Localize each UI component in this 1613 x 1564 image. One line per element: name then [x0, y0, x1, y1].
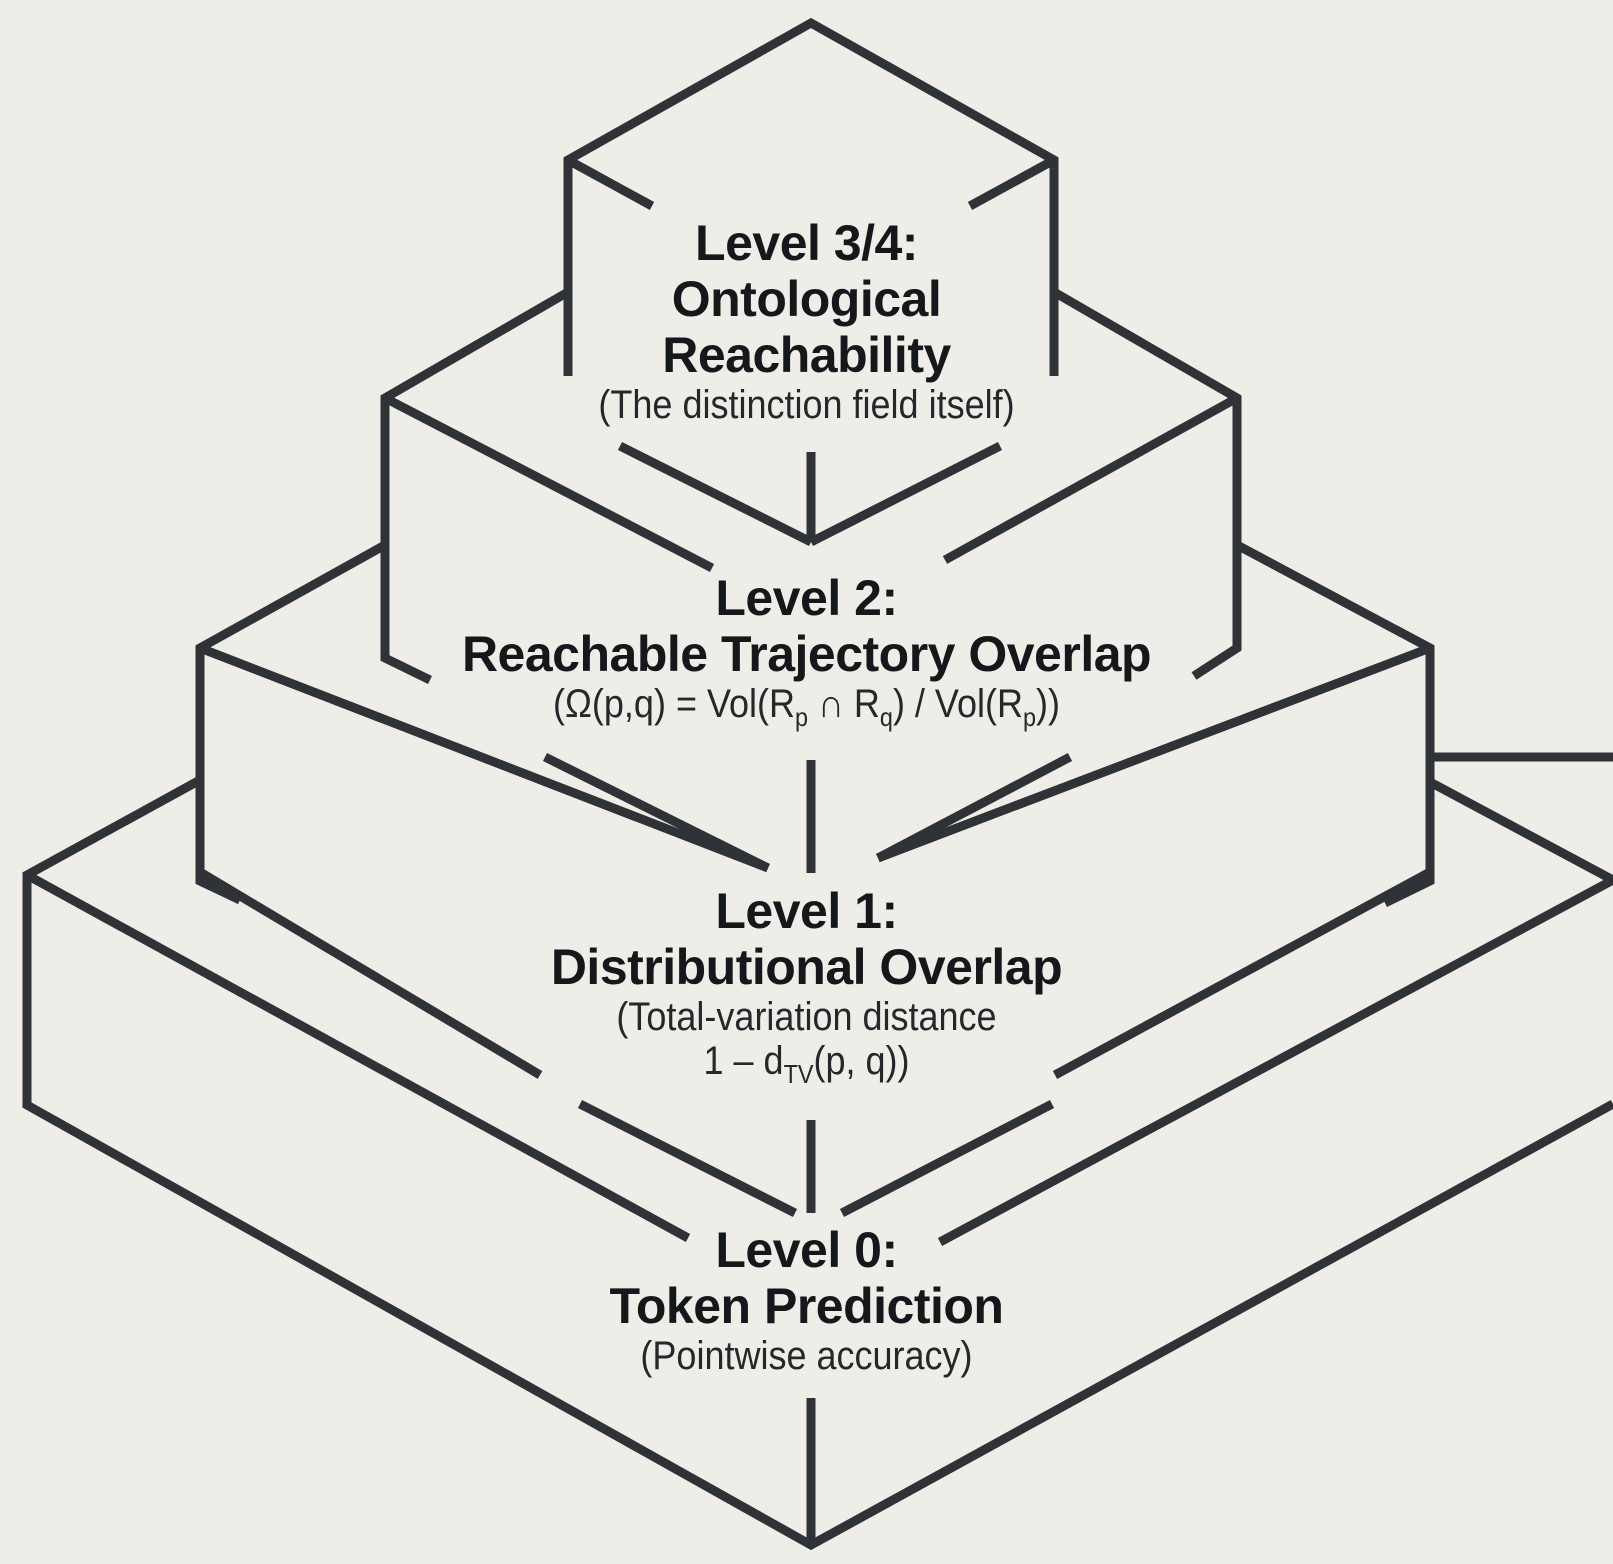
tier-0-inner-right-front	[839, 1100, 1055, 1217]
level-3-4-label: Level 3/4: Ontological Reachability (The…	[0, 215, 1613, 427]
tier-1-left-shoulder	[195, 541, 388, 905]
tier-0-upper-right-diagonal	[1052, 868, 1433, 1079]
tier-1-inner-left-edge	[198, 643, 770, 873]
level-1-heading: Level 1:	[715, 883, 898, 939]
tier-0-inner-left-front	[577, 1099, 798, 1218]
tier-2-left-shoulder	[380, 288, 571, 685]
level-2-label: Level 2: Reachable Trajectory Overlap (Ω…	[0, 570, 1613, 732]
tier-1-front-left-edge	[542, 752, 771, 873]
level-1-formula: 1 – dTV(p, q))	[703, 1039, 910, 1089]
tier-level-3-4-outline	[563, 17, 1059, 547]
level-0-name: Token Prediction	[609, 1278, 1004, 1334]
level-0-label: Level 0: Token Prediction (Pointwise acc…	[0, 1222, 1613, 1378]
tier-level-2-outline	[380, 288, 1242, 685]
level-3-4-name-line-1: Ontological	[671, 271, 942, 327]
tier-1-inner-right-edge	[876, 643, 1432, 863]
tier-3-front-right-edge	[808, 441, 1003, 547]
tier-0-upper-left-diagonal	[197, 868, 543, 1079]
tier-level-0-outline	[22, 776, 1613, 1551]
level-2-name: Reachable Trajectory Overlap	[461, 626, 1152, 682]
tier-2-inner-left-edge	[382, 394, 715, 572]
level-2-heading: Level 2:	[715, 570, 898, 626]
level-3-4-heading: Level 3/4:	[695, 215, 918, 271]
tier-level-1-outline	[195, 541, 1613, 908]
tier-1-right-shoulder	[1234, 541, 1435, 908]
tier-2-inner-right-edge	[942, 394, 1240, 564]
level-1-label: Level 1: Distributional Overlap (Total-v…	[0, 883, 1613, 1089]
tier-0-inner-left-edge	[24, 871, 691, 1242]
level-2-formula: (Ω(p,q) = Vol(Rp ∩ Rq) / Vol(Rp))	[553, 682, 1060, 732]
tier-0-right-shoulder	[1427, 778, 1613, 884]
tier-3-front-left-edge	[617, 441, 814, 547]
level-1-name: Distributional Overlap	[550, 939, 1063, 995]
tier-1-front-right-edge	[875, 753, 1073, 862]
level-0-description: (Pointwise accuracy)	[640, 1334, 973, 1378]
tier-2-right-shoulder	[1051, 288, 1242, 680]
tier-0-inner-right-edge	[937, 876, 1613, 1246]
level-1-description: (Total-variation distance	[616, 995, 997, 1039]
level-0-heading: Level 0:	[715, 1222, 898, 1278]
tier-0-left-shoulder	[22, 776, 1613, 1551]
tier-3-inner-right-edge	[967, 156, 1057, 210]
level-3-4-description: (The distinction field itself)	[598, 383, 1015, 427]
level-3-4-name-line-2: Reachability	[662, 327, 951, 383]
tier-3-inner-left-edge	[565, 156, 655, 210]
